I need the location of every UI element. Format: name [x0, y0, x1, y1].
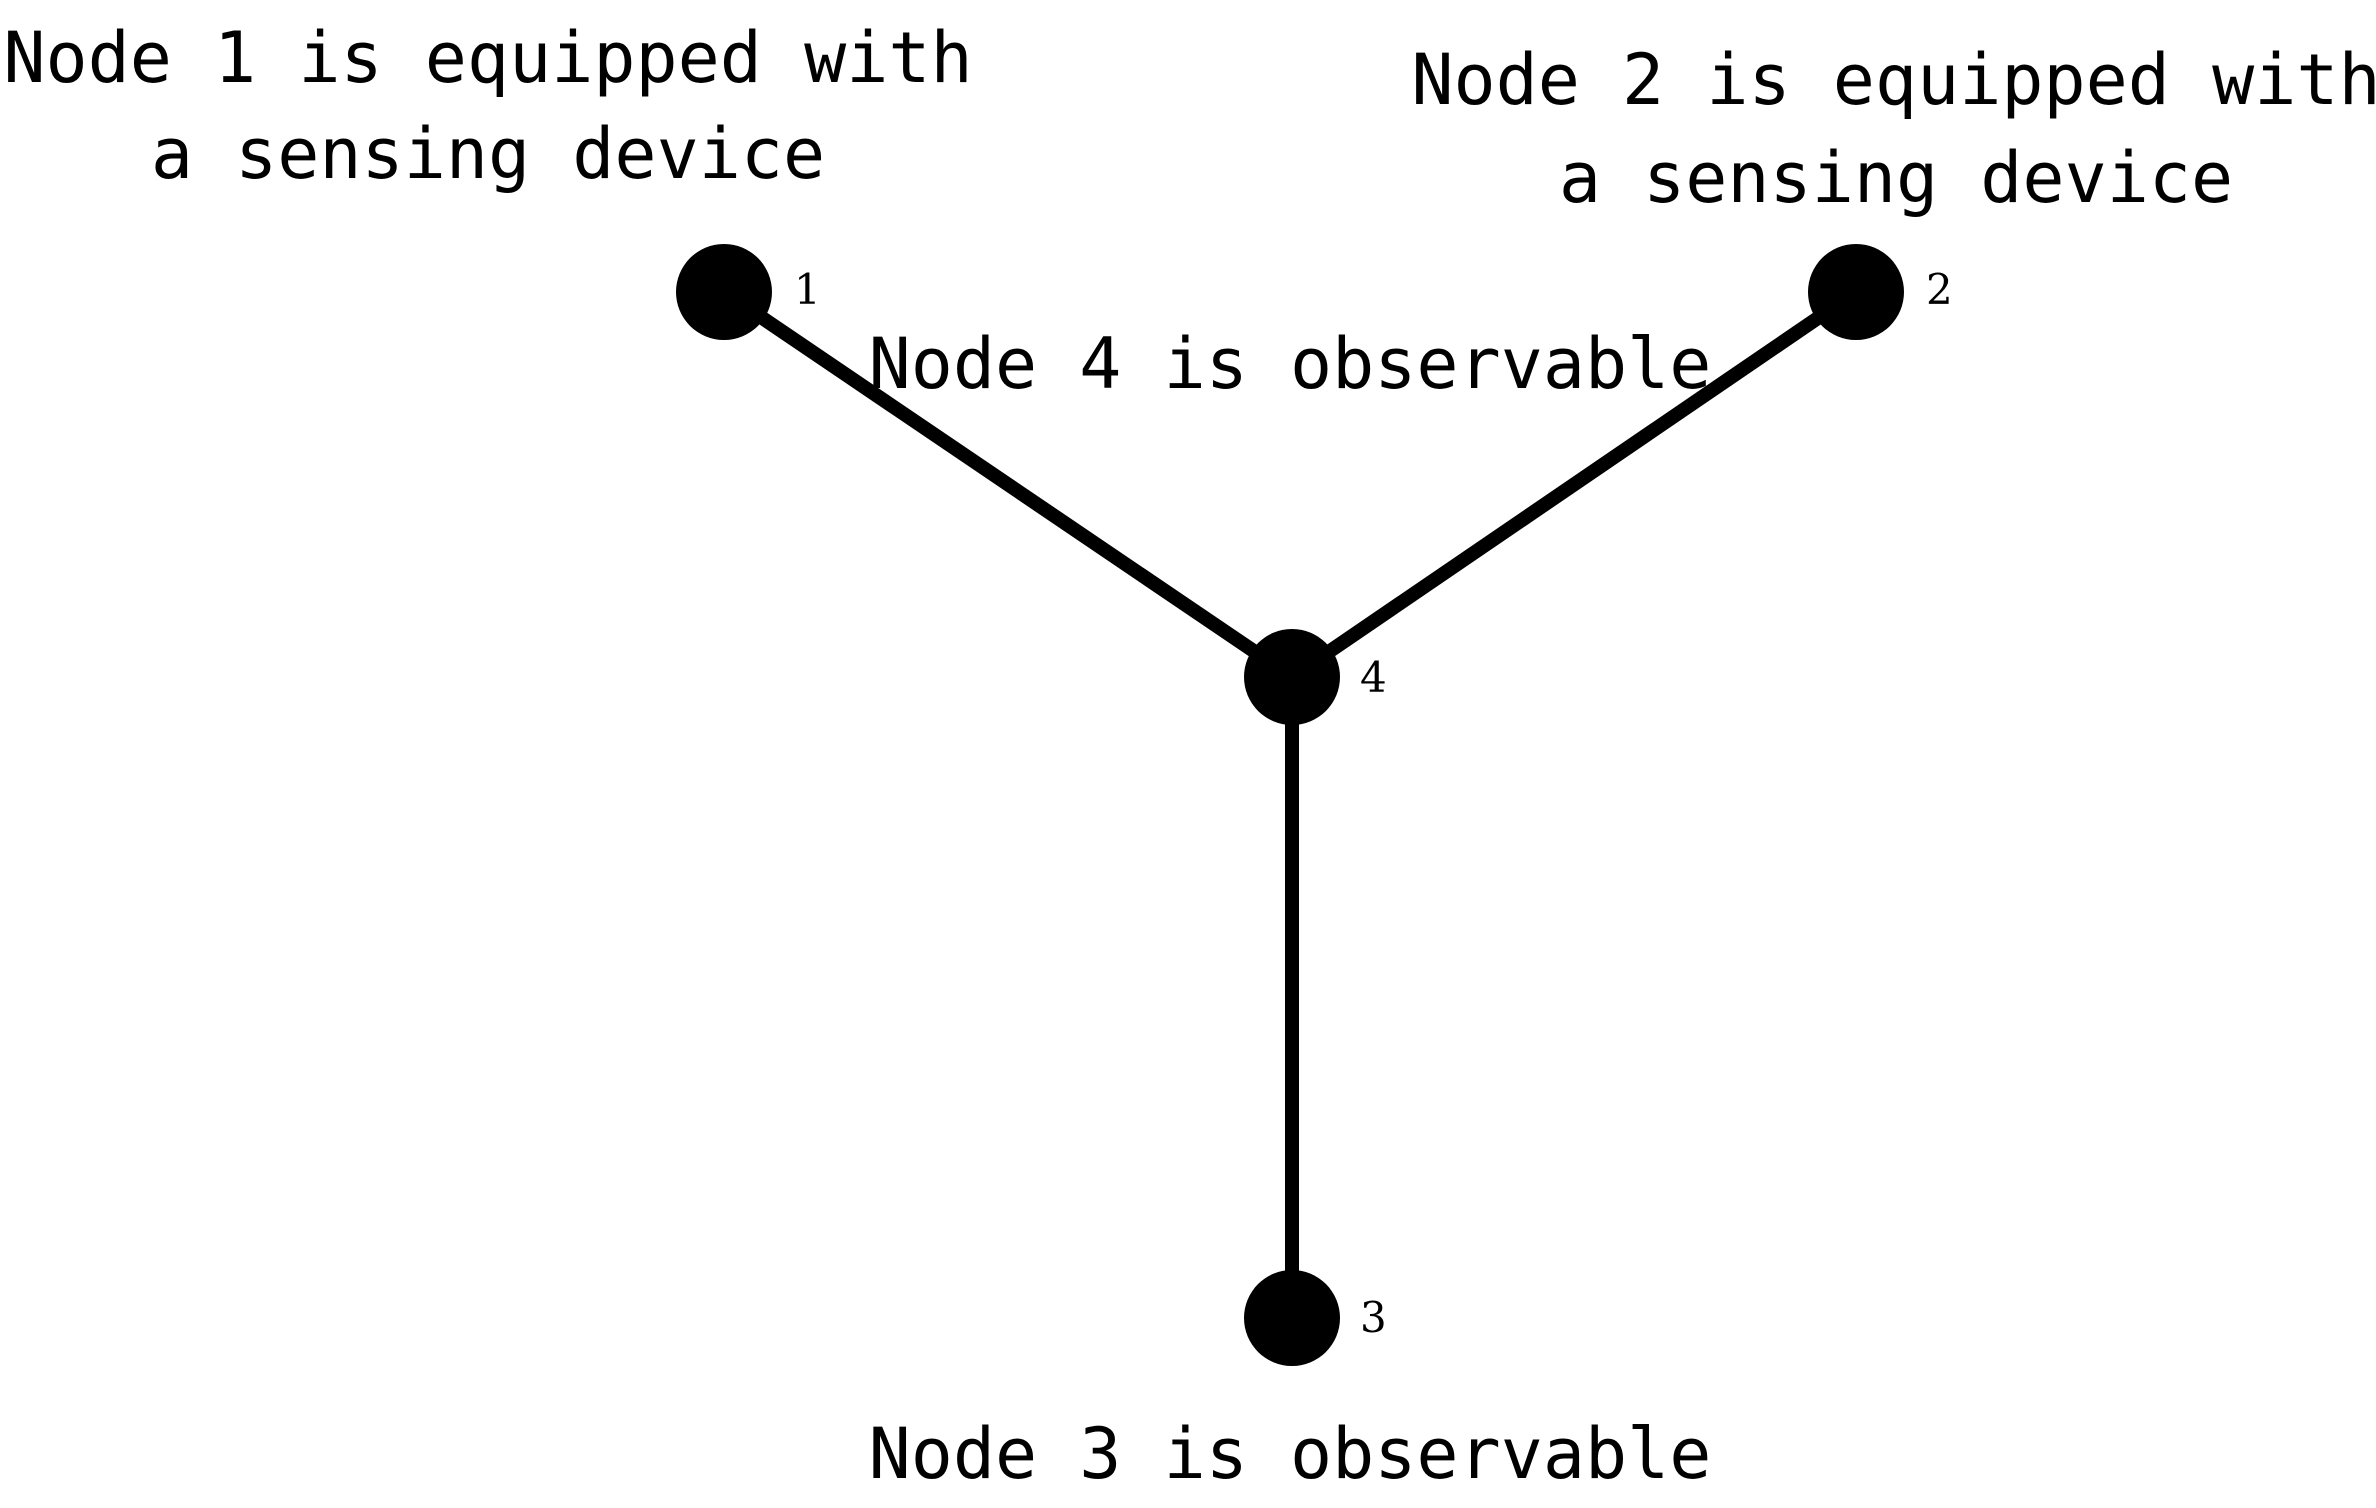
node-1 [676, 244, 772, 340]
node4-annotation: Node 4 is observable [869, 323, 1712, 405]
node3-annotation: Node 3 is observable [869, 1413, 1712, 1495]
node1-annotation-line1: Node 1 is equipped with [3, 17, 972, 99]
node-2 [1808, 244, 1904, 340]
node-label-4: 4 [1360, 653, 1387, 702]
edge-1-4 [717, 285, 1299, 684]
node1-annotation-line2: a sensing device [151, 113, 825, 195]
node-label-1: 1 [794, 265, 821, 314]
node2-annotation-line2: a sensing device [1559, 137, 2233, 219]
node-label-2: 2 [1926, 265, 1953, 314]
node-4 [1244, 629, 1340, 725]
edge-2-4 [1285, 285, 1863, 684]
node-3 [1244, 1270, 1340, 1366]
node-label-3: 3 [1360, 1293, 1387, 1342]
node2-annotation-line1: Node 2 is equipped with [1411, 39, 2376, 121]
